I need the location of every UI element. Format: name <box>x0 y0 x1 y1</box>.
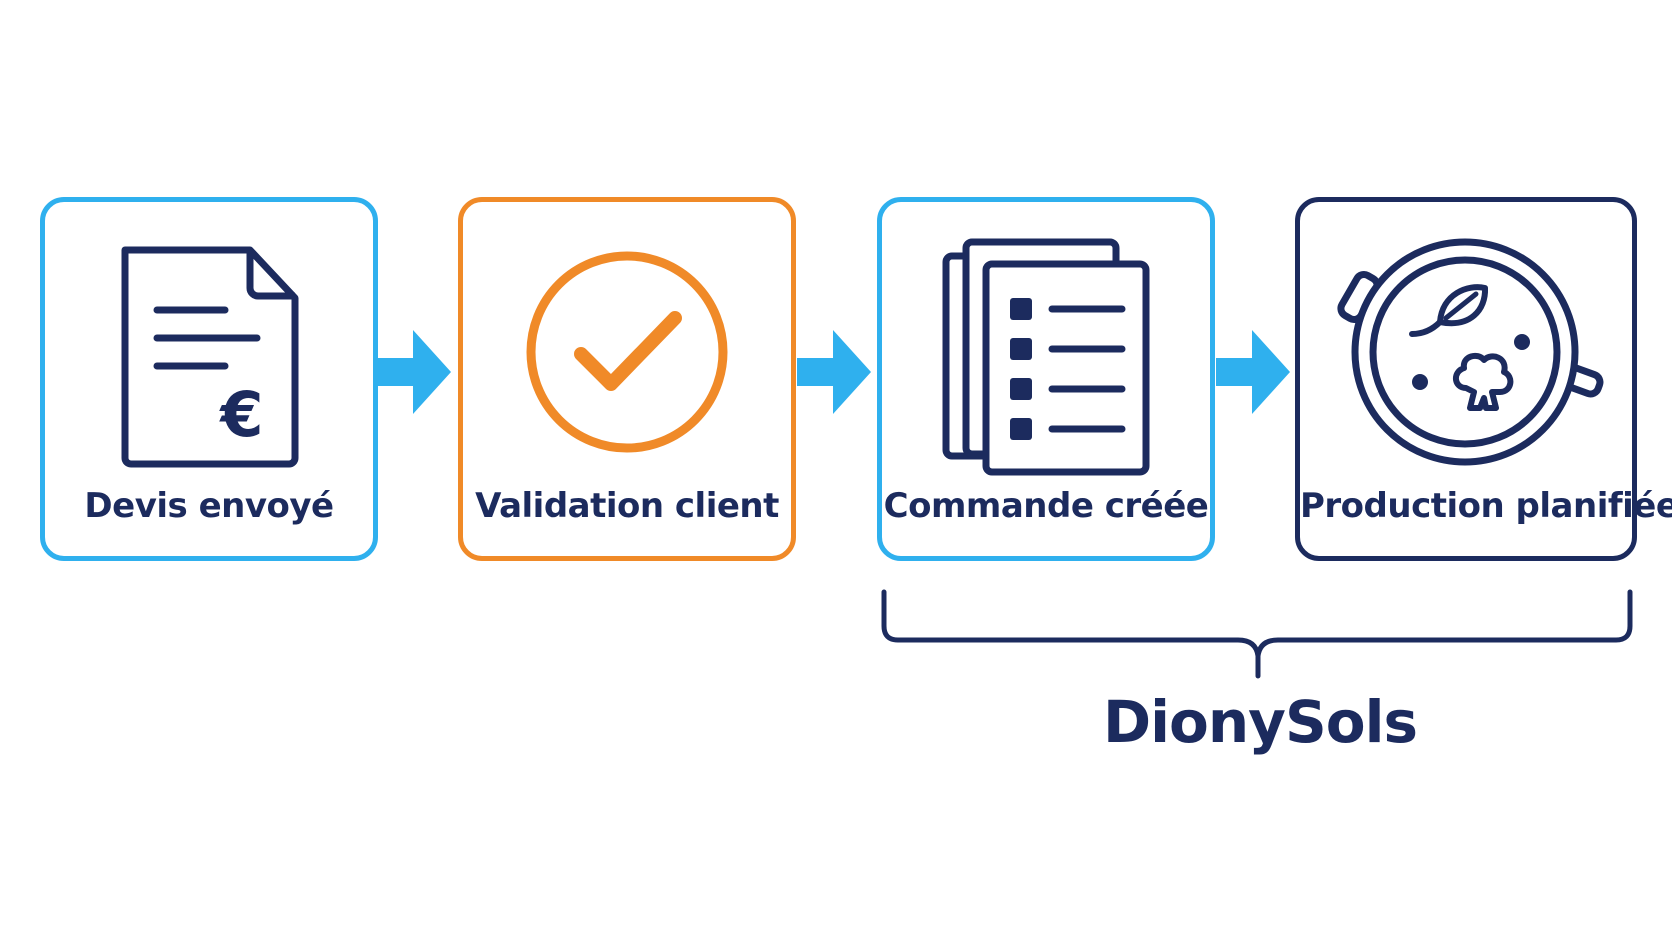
step-label: Devis envoyé <box>84 486 334 526</box>
arrow-right-icon <box>1216 330 1290 414</box>
step-label: Validation client <box>475 486 779 526</box>
group-label: DionySols <box>1103 688 1418 756</box>
step-label: Production planifiée <box>1300 486 1672 526</box>
arrow-right-icon <box>797 330 871 414</box>
step-commande-creee: Commande créée <box>877 197 1215 561</box>
svg-text:€: € <box>218 378 263 451</box>
cooking-pot-icon <box>1337 238 1604 466</box>
step-devis-envoye: € Devis envoyé <box>40 197 378 561</box>
euro-document-icon: € <box>121 246 299 468</box>
step-production-planifiee: Production planifiée <box>1295 197 1672 561</box>
step-label: Commande créée <box>883 486 1209 526</box>
arrow-right-icon <box>377 330 451 414</box>
order-list-icon <box>942 238 1150 476</box>
step-validation-client: Validation client <box>458 197 796 561</box>
check-circle-icon <box>526 251 728 453</box>
